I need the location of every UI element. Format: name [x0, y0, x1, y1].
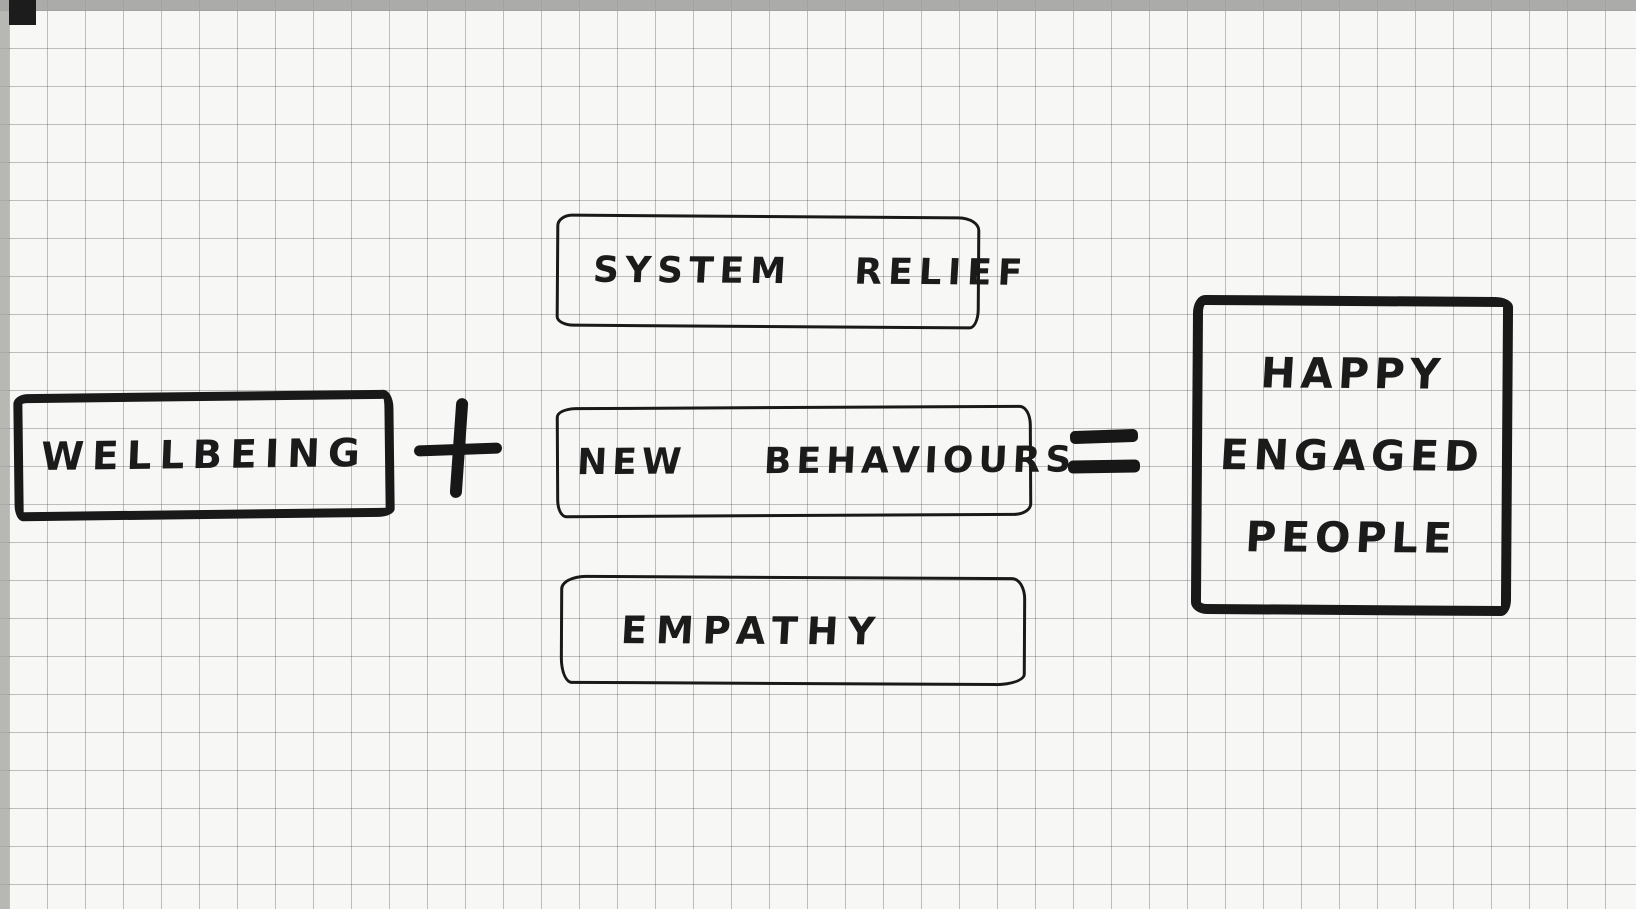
corner-ink-mark	[9, 0, 36, 25]
new-behaviours-label: NEW BEHAVIOURS	[576, 439, 1078, 484]
plus-icon	[412, 397, 504, 500]
equals-top-stroke	[1069, 428, 1139, 445]
result-line-happy: HAPPY	[1258, 348, 1447, 399]
system-relief-box: SYSTEM RELIEF	[555, 213, 1029, 330]
equals-bottom-stroke	[1067, 459, 1141, 474]
wellbeing-label: WELLBEING	[39, 430, 369, 481]
scan-edge-left	[0, 0, 9, 909]
new-behaviours-box: NEW BEHAVIOURS	[555, 404, 1077, 519]
empathy-label: EMPATHY	[619, 607, 886, 653]
happy-engaged-people-box: HAPPY ENGAGED PEOPLE	[1190, 294, 1514, 617]
result-line-people: PEOPLE	[1244, 512, 1459, 563]
result-line-engaged: ENGAGED	[1218, 430, 1486, 481]
scan-edge-top	[0, 0, 1636, 11]
empathy-box: EMPATHY	[559, 574, 1027, 687]
wellbeing-box: WELLBEING	[13, 389, 395, 522]
plus-horizontal-stroke	[413, 442, 503, 457]
system-relief-label: SYSTEM RELIEF	[591, 249, 1030, 294]
equals-icon	[1067, 426, 1142, 484]
